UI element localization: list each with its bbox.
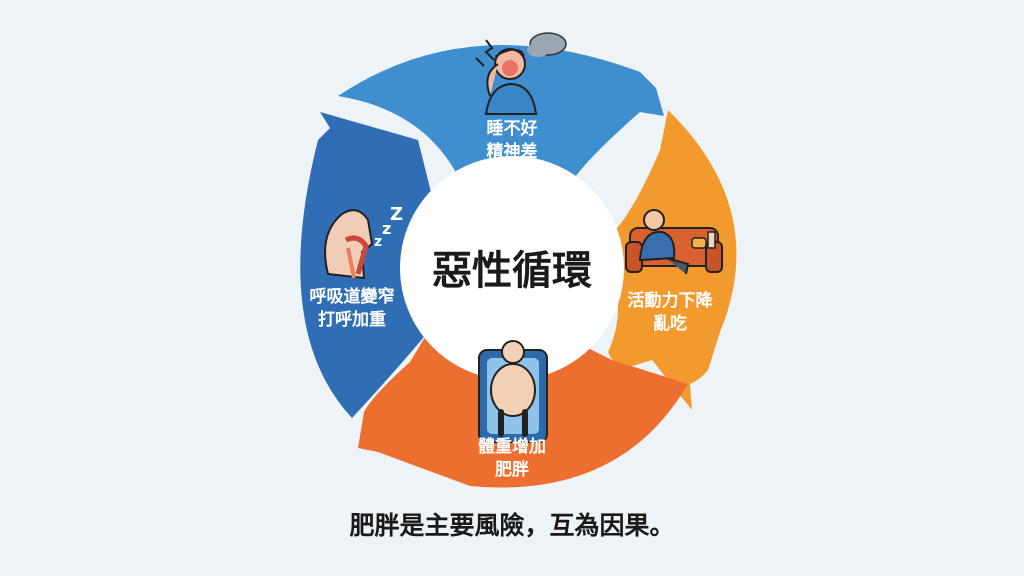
svg-text:z: z (382, 219, 391, 238)
svg-text:z: z (374, 234, 382, 250)
stressed-person-icon (475, 32, 567, 115)
center-title: 惡性循環 (432, 248, 592, 294)
stage-label-line: 打呼加重 (318, 310, 386, 330)
body-weight-icon (478, 340, 548, 443)
snoring-airway-icon: z z Z (324, 204, 403, 280)
stage-label-airway: 呼吸道變窄 打呼加重 (292, 286, 412, 332)
couch-snacking-icon (625, 209, 723, 275)
caption-text: 肥胖是主要風險，互為因果。 (349, 511, 675, 540)
stage-label-line: 活動力下降 (627, 291, 713, 311)
stage-label-line: 睡不好 (486, 119, 538, 139)
svg-text:Z: Z (390, 204, 403, 225)
stage-label-line: 體重增加 (478, 437, 546, 457)
cycle-segment-airway (300, 112, 436, 418)
stage-label-line: 亂吃 (653, 314, 687, 334)
stage-label-line: 呼吸道變窄 (309, 287, 395, 307)
stage-label-sleep: 睡不好 精神差 (452, 118, 572, 164)
cycle-segment-sleep (338, 45, 664, 186)
stage-label-line: 肥胖 (495, 460, 529, 480)
stage-label-activity: 活動力下降 亂吃 (610, 290, 730, 336)
stage-label-line: 精神差 (486, 142, 538, 162)
center-disc (400, 156, 624, 380)
stage-label-weight: 體重增加 肥胖 (452, 436, 572, 482)
